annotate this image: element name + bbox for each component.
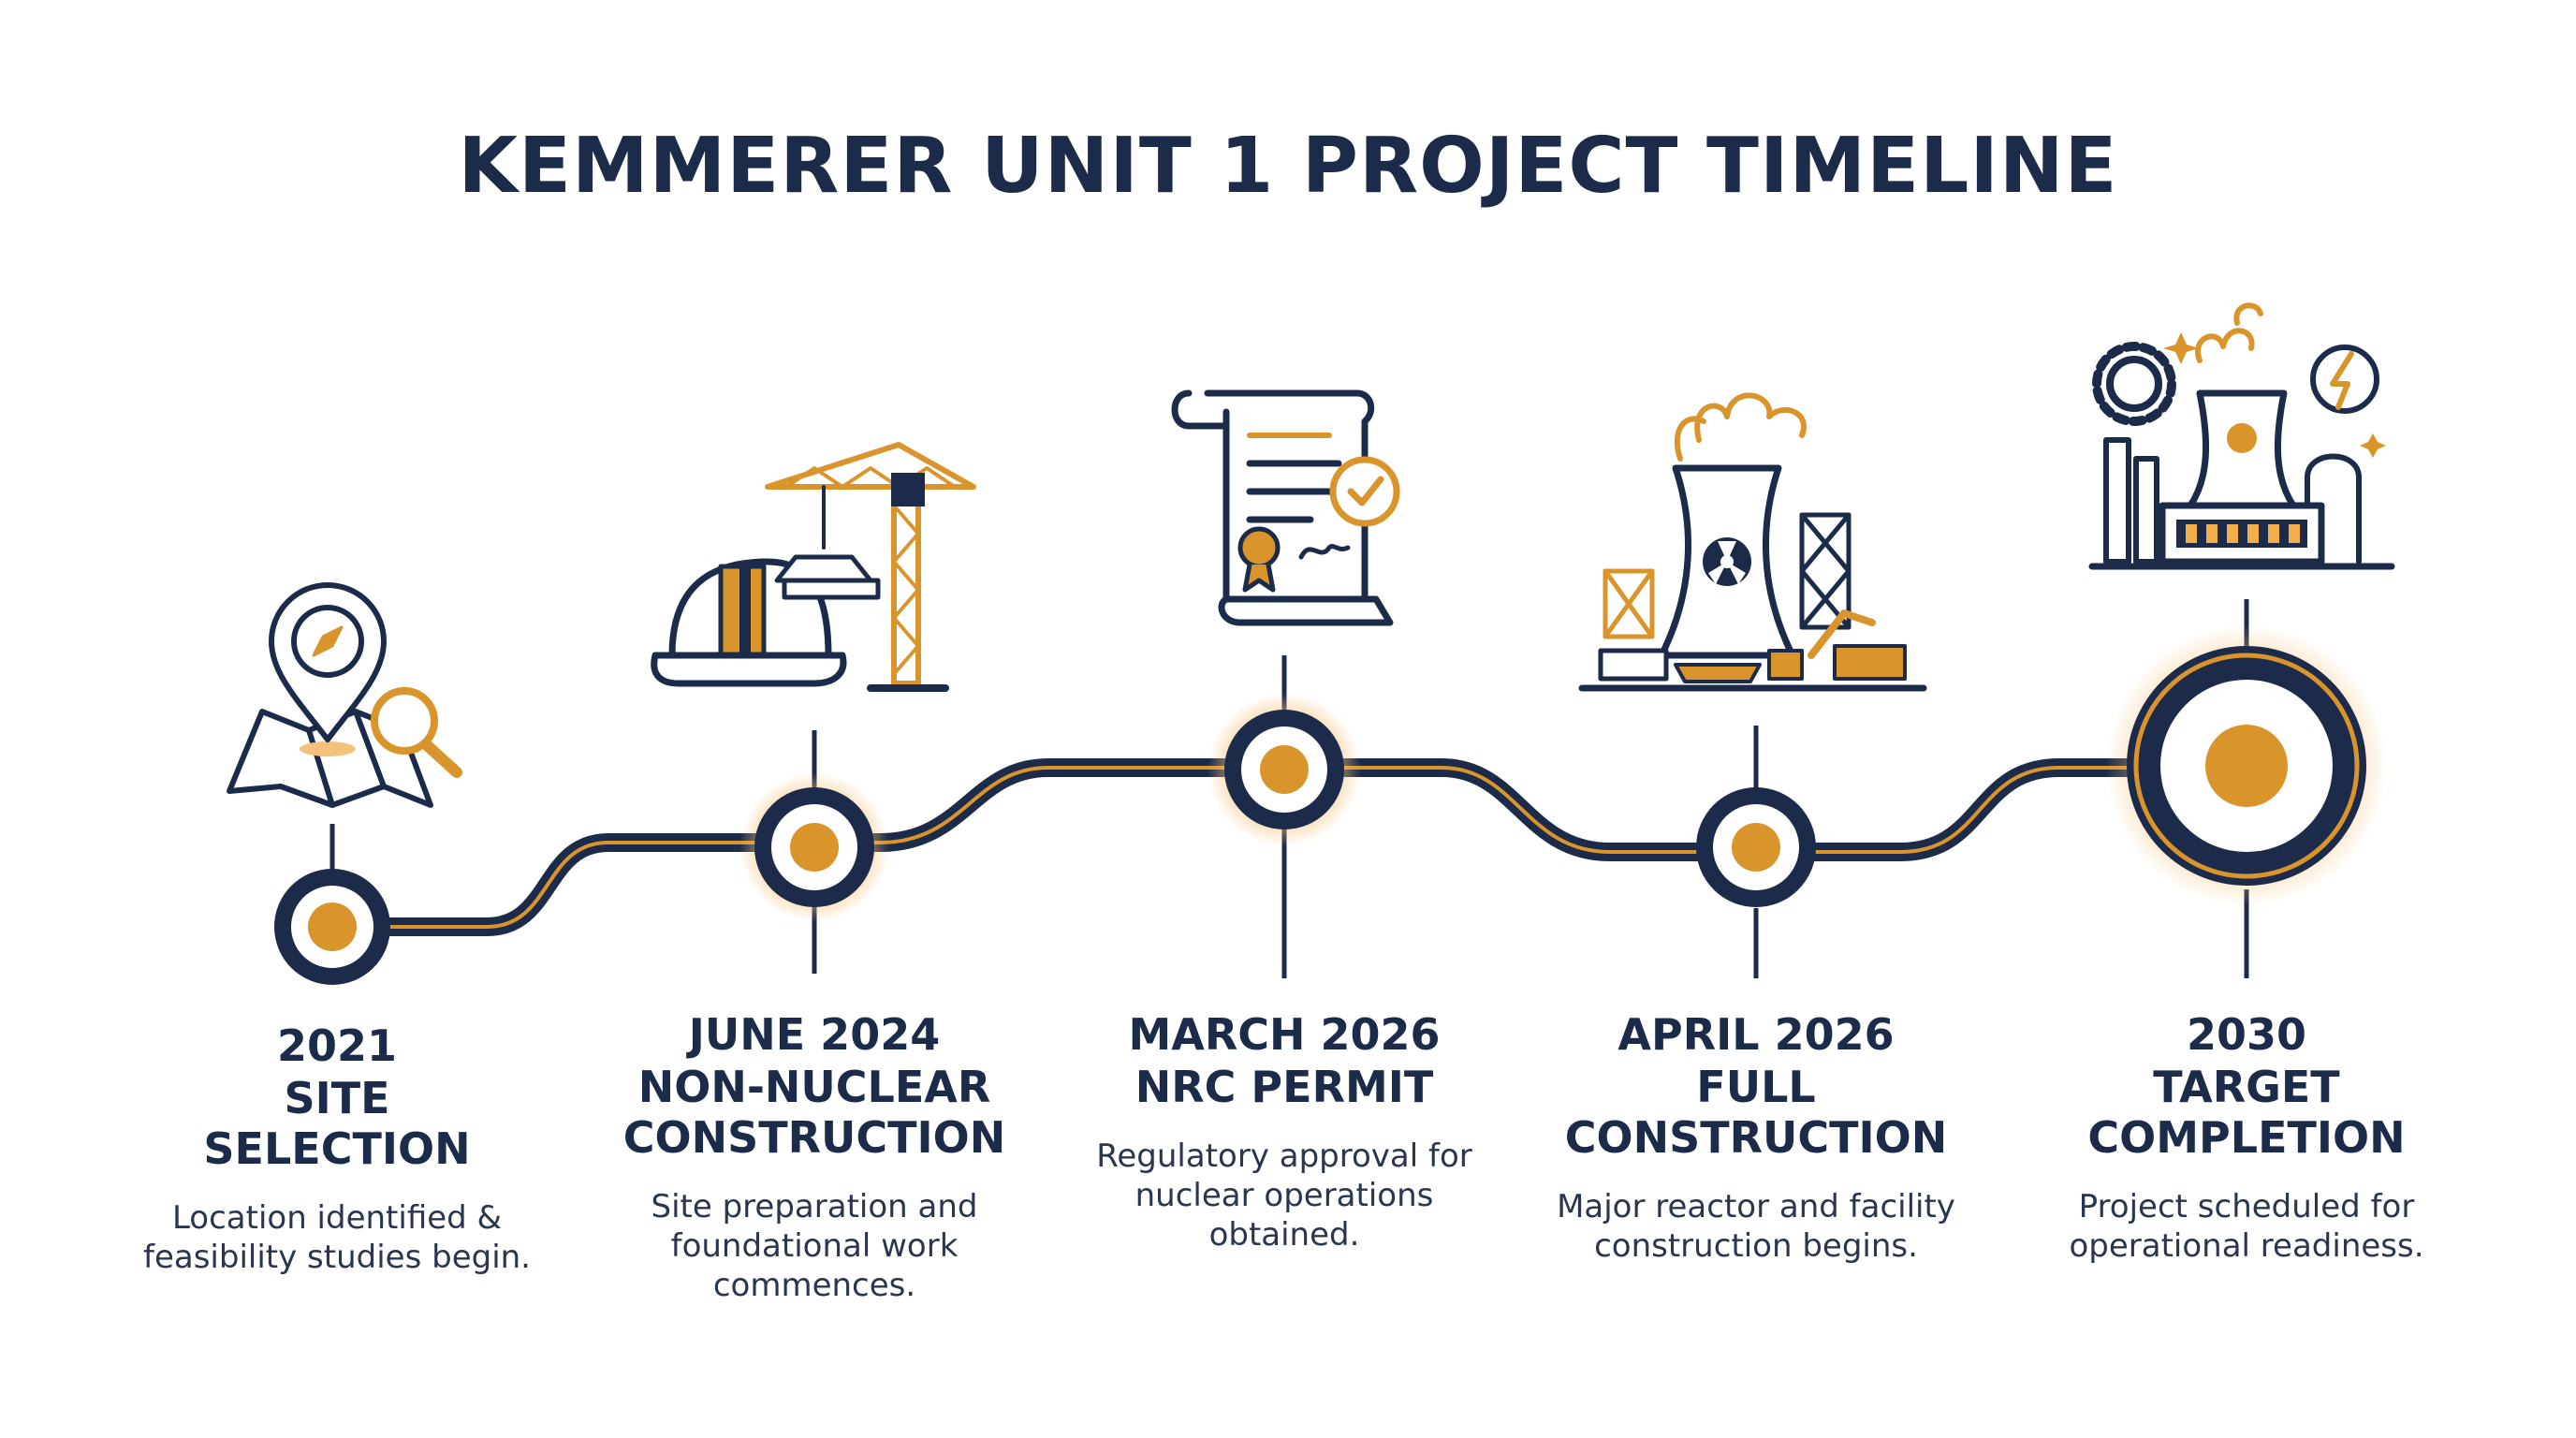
- milestone-date: JUNE 2024: [688, 1009, 941, 1060]
- milestone-title-line: CONSTRUCTION: [1564, 1112, 1948, 1163]
- milestone-desc-line: Location identified &: [171, 1199, 503, 1237]
- milestone-description: Site preparation and foundational work c…: [571, 1187, 1058, 1305]
- milestone-desc-line: operational readiness.: [2069, 1227, 2424, 1265]
- milestone-title-line: FULL: [1696, 1062, 1816, 1112]
- page-title: KEMMERER UNIT 1 PROJECT TIMELINE: [458, 122, 2118, 211]
- milestone-desc-line: foundational work: [670, 1227, 959, 1265]
- milestone-date: MARCH 2026: [1128, 1009, 1441, 1060]
- milestone-desc-line: Major reactor and facility: [1557, 1188, 1955, 1225]
- milestone-title-line: SELECTION: [203, 1123, 471, 1174]
- node-april-2026: [1696, 787, 1816, 907]
- milestone-2030: 2030 TARGET COMPLETION Project scheduled…: [2003, 1009, 2490, 1266]
- milestone-title-line: NON-NUCLEAR: [637, 1062, 991, 1112]
- milestone-april-2026: APRIL 2026 FULL CONSTRUCTION Major react…: [1513, 1009, 1999, 1266]
- milestone-title-line: SITE: [284, 1073, 390, 1123]
- node-2030: [2106, 625, 2387, 906]
- permit-document-icon: [1171, 389, 1400, 626]
- milestone-desc-line: Site preparation and: [651, 1188, 978, 1225]
- milestone-2021: 2021 SITE SELECTION Location identified …: [94, 1020, 580, 1277]
- milestone-desc-line: commences.: [712, 1267, 916, 1304]
- milestone-title: TARGET COMPLETION: [2003, 1062, 2490, 1163]
- cooling-tower-construction-icon: [1578, 392, 1927, 692]
- milestone-desc-line: Project scheduled for: [2078, 1188, 2415, 1225]
- milestone-description: Project scheduled for operational readin…: [2003, 1187, 2490, 1266]
- milestone-title: NON-NUCLEAR CONSTRUCTION: [571, 1062, 1058, 1163]
- milestone-description: Regulatory approval for nuclear operatio…: [1041, 1137, 1528, 1255]
- milestone-date: APRIL 2026: [1617, 1009, 1895, 1060]
- node-march-2026: [1208, 693, 1361, 846]
- milestone-description: Major reactor and facility construction …: [1513, 1187, 1999, 1266]
- milestone-title-line: TARGET: [2153, 1062, 2340, 1112]
- milestone-desc-line: Regulatory approval for: [1096, 1137, 1472, 1175]
- milestone-title-line: CONSTRUCTION: [622, 1112, 1006, 1163]
- milestone-title: FULL CONSTRUCTION: [1513, 1062, 1999, 1163]
- milestone-title-line: COMPLETION: [2087, 1112, 2406, 1163]
- milestone-june-2024: JUNE 2024 NON-NUCLEAR CONSTRUCTION Site …: [571, 1009, 1058, 1305]
- milestone-title: SITE SELECTION: [94, 1073, 580, 1174]
- milestone-date: 2030: [2186, 1009, 2307, 1060]
- milestone-title: NRC PERMIT: [1041, 1062, 1528, 1112]
- milestone-title-line: NRC PERMIT: [1134, 1062, 1434, 1112]
- node-2021: [274, 869, 390, 985]
- node-june-2024: [739, 772, 889, 922]
- milestone-date: 2021: [276, 1020, 398, 1071]
- power-plant-icon: [2088, 302, 2395, 570]
- milestone-desc-line: obtained.: [1208, 1216, 1360, 1254]
- milestone-desc-line: nuclear operations: [1134, 1177, 1434, 1214]
- hardhat-crane-icon: [651, 442, 976, 692]
- milestone-desc-line: feasibility studies begin.: [142, 1239, 531, 1276]
- map-location-search-icon: [227, 582, 462, 808]
- milestone-march-2026: MARCH 2026 NRC PERMIT Regulatory approva…: [1041, 1009, 1528, 1255]
- milestone-description: Location identified & feasibility studie…: [94, 1198, 580, 1277]
- milestone-desc-line: construction begins.: [1594, 1227, 1918, 1265]
